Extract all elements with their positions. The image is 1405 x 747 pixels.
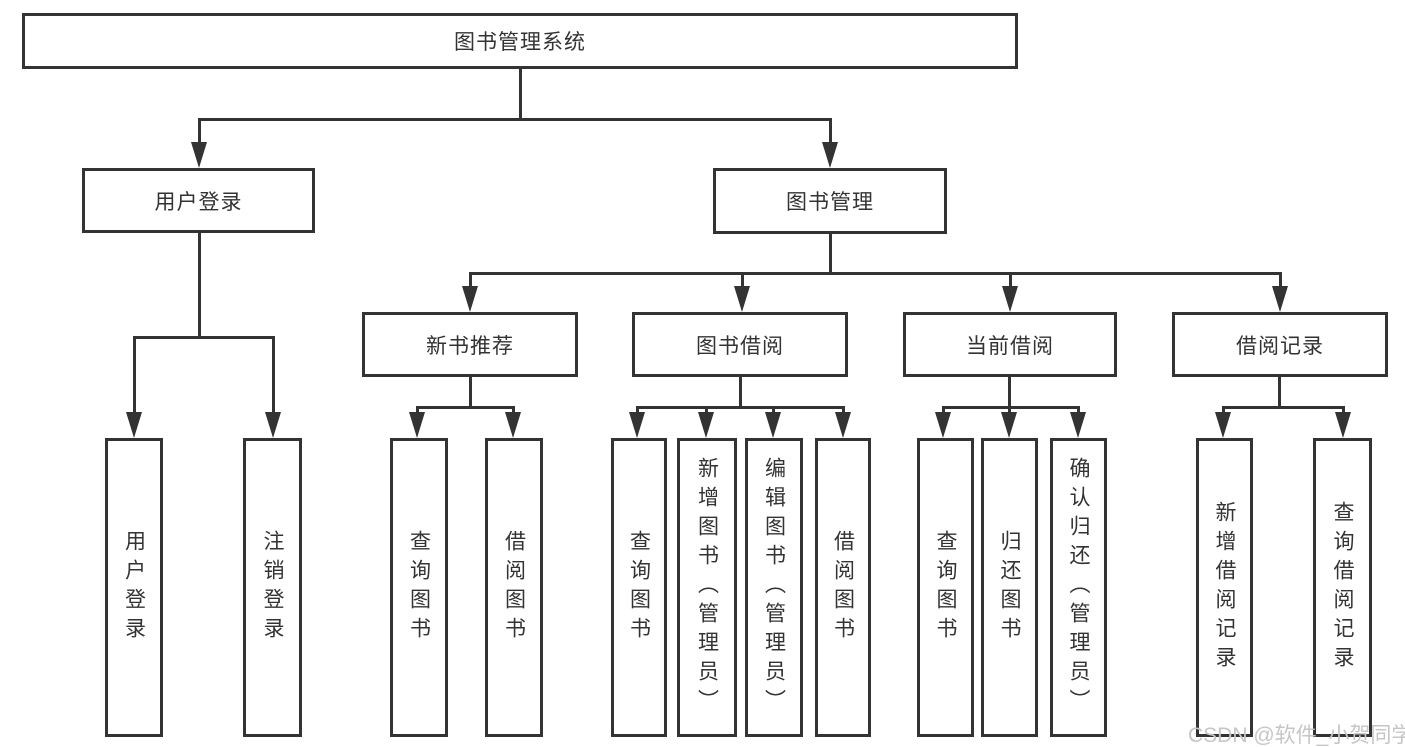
arrowhead-down-icon <box>765 412 781 438</box>
connector-line <box>1278 377 1281 406</box>
arrowhead-down-icon <box>191 142 207 168</box>
leaf-query-borrow-record-label: 查询借阅记录 <box>1331 500 1354 675</box>
leaf-add-books-admin: 新增图书（管理员） <box>677 438 737 737</box>
arrowhead-down-icon <box>505 412 521 438</box>
arrowhead-down-icon <box>409 412 425 438</box>
leaf-borrow-query-books-label: 查询图书 <box>627 529 651 646</box>
leaf-borrow-borrow-books-label: 借阅图书 <box>831 529 855 646</box>
connector-line <box>519 69 522 118</box>
connector-line <box>198 118 201 142</box>
leaf-confirm-return-admin-label: 确认归还（管理员） <box>1067 457 1090 718</box>
connector-line <box>705 406 708 412</box>
node-book-mgmt-label: 图书管理 <box>786 191 874 214</box>
connector-line <box>1008 406 1011 412</box>
connector-line <box>829 118 832 142</box>
connector-line <box>416 406 419 412</box>
arrowhead-down-icon <box>1335 412 1351 438</box>
arrowhead-down-icon <box>1001 412 1017 438</box>
arrowhead-down-icon <box>1215 412 1231 438</box>
node-new-book-rec: 新书推荐 <box>362 312 578 377</box>
node-user-login-label: 用户登录 <box>154 190 243 214</box>
node-current-borrow: 当前借阅 <box>903 312 1117 377</box>
connector-line <box>842 406 845 412</box>
connector-line <box>1008 377 1011 406</box>
connector-line <box>512 406 515 412</box>
leaf-newrec-query-books: 查询图书 <box>390 438 448 737</box>
connector-line <box>1077 406 1080 412</box>
leaf-add-borrow-record: 新增借阅记录 <box>1196 438 1253 737</box>
arrowhead-down-icon <box>126 412 142 438</box>
node-user-login: 用户登录 <box>82 168 315 233</box>
leaf-query-borrow-record: 查询借阅记录 <box>1313 438 1372 737</box>
node-book-borrow: 图书借阅 <box>632 312 848 377</box>
arrowhead-down-icon <box>698 412 714 438</box>
node-current-borrow-label: 当前借阅 <box>966 334 1054 358</box>
node-new-book-rec-label: 新书推荐 <box>426 334 514 358</box>
leaf-user-login: 用户登录 <box>105 438 163 737</box>
leaf-newrec-borrow-books-label: 借阅图书 <box>502 529 526 646</box>
leaf-add-borrow-record-label: 新增借阅记录 <box>1213 500 1236 675</box>
arrowhead-down-icon <box>935 412 951 438</box>
connector-line <box>636 406 844 409</box>
connector-line <box>772 406 775 412</box>
node-book-mgmt: 图书管理 <box>713 168 947 234</box>
leaf-current-query-books: 查询图书 <box>917 438 974 737</box>
node-book-borrow-label: 图书借阅 <box>696 334 784 358</box>
connector-line <box>829 234 832 272</box>
connector-line <box>469 377 472 406</box>
leaf-borrow-query-books: 查询图书 <box>611 438 667 737</box>
arrowhead-down-icon <box>1070 412 1086 438</box>
connector-line <box>636 406 639 412</box>
leaf-borrow-borrow-books: 借阅图书 <box>815 438 871 737</box>
leaf-edit-books-admin-label: 编辑图书（管理员） <box>762 457 786 718</box>
leaf-logout: 注销登录 <box>243 438 302 737</box>
connector-line <box>133 336 275 339</box>
node-borrow-records-label: 借阅记录 <box>1236 334 1324 358</box>
arrowhead-down-icon <box>462 286 478 312</box>
leaf-return-books: 归还图书 <box>981 438 1038 737</box>
leaf-newrec-query-books-label: 查询图书 <box>407 529 431 646</box>
leaf-newrec-borrow-books: 借阅图书 <box>485 438 543 737</box>
node-root: 图书管理系统 <box>22 13 1018 69</box>
arrowhead-down-icon <box>835 412 851 438</box>
leaf-current-query-books-label: 查询图书 <box>934 529 957 646</box>
connector-line <box>198 118 832 121</box>
watermark-text: CSDN @软件_小贺同学 <box>1188 724 1405 747</box>
leaf-logout-label: 注销登录 <box>261 529 284 646</box>
leaf-confirm-return-admin: 确认归还（管理员） <box>1050 438 1107 737</box>
connector-line <box>741 272 744 286</box>
connector-line <box>272 336 275 412</box>
connector-line <box>416 406 515 409</box>
connector-line <box>198 233 201 336</box>
leaf-return-books-label: 归还图书 <box>998 529 1021 646</box>
leaf-edit-books-admin: 编辑图书（管理员） <box>745 438 803 737</box>
connector-line <box>739 377 742 406</box>
arrowhead-down-icon <box>1002 286 1018 312</box>
connector-line <box>469 272 1281 275</box>
arrowhead-down-icon <box>1272 286 1288 312</box>
node-borrow-records: 借阅记录 <box>1172 312 1388 377</box>
leaf-user-login-label: 用户登录 <box>122 529 146 646</box>
connector-line <box>942 406 945 412</box>
connector-line <box>1222 406 1345 409</box>
connector-line <box>1279 272 1282 286</box>
connector-line <box>1222 406 1225 412</box>
connector-line <box>133 336 136 412</box>
leaf-add-books-admin-label: 新增图书（管理员） <box>695 457 719 718</box>
arrowhead-down-icon <box>265 412 281 438</box>
arrowhead-down-icon <box>734 286 750 312</box>
connector-line <box>1342 406 1345 412</box>
connector-line <box>1009 272 1012 286</box>
connector-line <box>469 272 472 286</box>
arrowhead-down-icon <box>629 412 645 438</box>
node-root-label: 图书管理系统 <box>454 31 586 54</box>
arrowhead-down-icon <box>822 142 838 168</box>
